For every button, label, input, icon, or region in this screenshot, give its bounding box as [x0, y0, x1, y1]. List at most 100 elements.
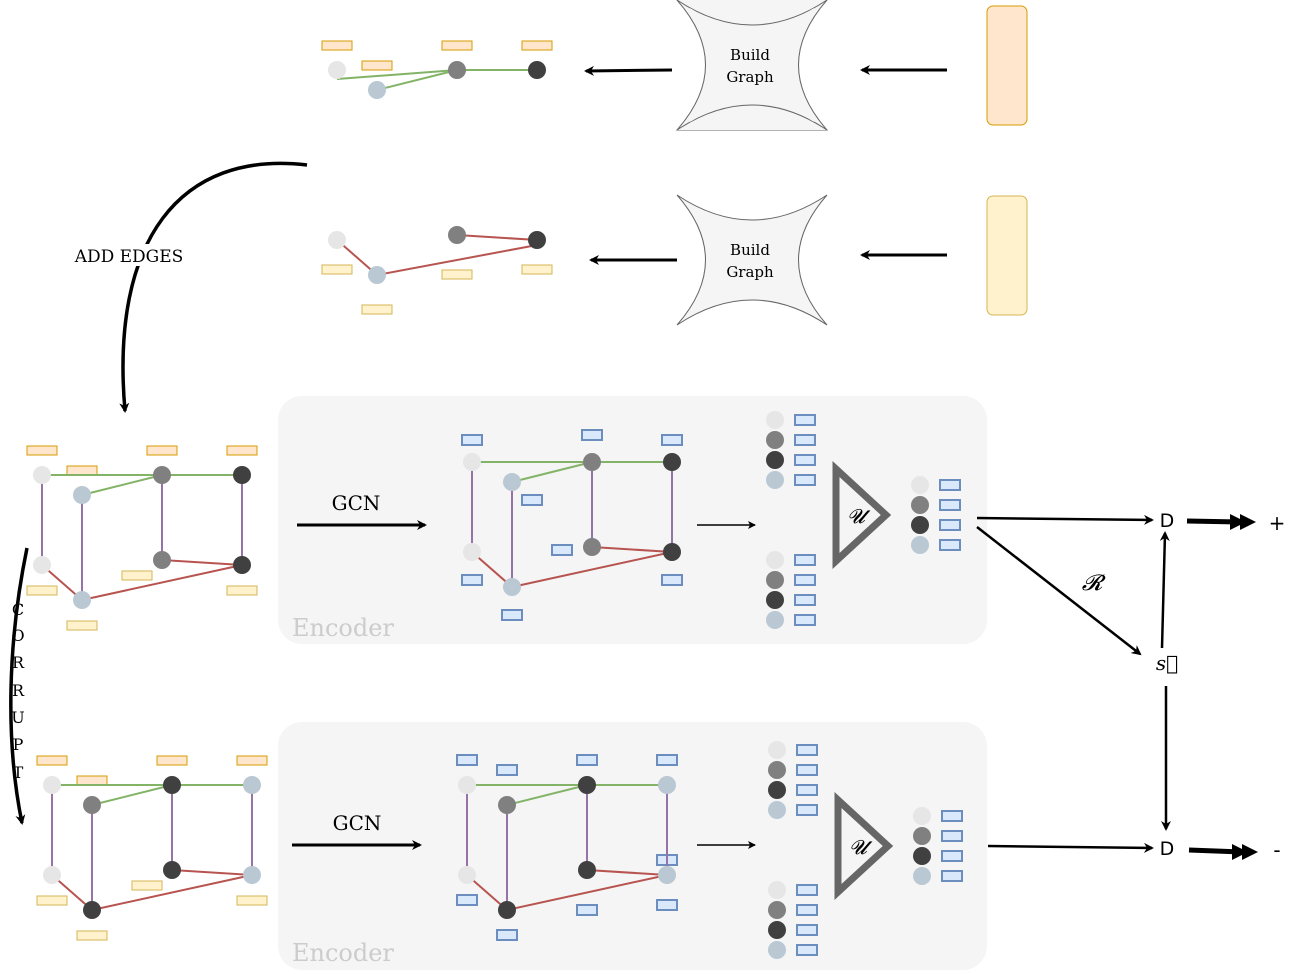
node	[503, 578, 521, 596]
embedding-box	[796, 904, 818, 916]
node	[911, 536, 929, 554]
edge	[506, 784, 588, 806]
embedding-box	[581, 429, 603, 441]
node	[328, 231, 346, 249]
feature-box	[131, 880, 163, 891]
embedding-box	[794, 594, 816, 606]
embedding-box	[576, 754, 598, 766]
encoder-label: Encoder	[292, 614, 394, 642]
negative-label: -	[1273, 838, 1280, 862]
encoder-panel-negative: Encoder GCN	[278, 722, 987, 970]
node	[583, 538, 601, 556]
gcn-label: GCN	[332, 491, 381, 515]
node	[498, 796, 516, 814]
corrupt-letter: R	[12, 681, 25, 700]
node	[913, 827, 931, 845]
node	[33, 466, 51, 484]
node	[768, 901, 786, 919]
node	[83, 901, 101, 919]
encoded-corrupted-graph	[456, 754, 678, 941]
corrupt-letter: R	[12, 653, 25, 672]
feature-box	[36, 755, 68, 766]
positive-label: +	[1269, 511, 1286, 535]
feature-box	[236, 895, 268, 906]
embedding-box	[794, 414, 816, 426]
embedding-box	[661, 434, 683, 446]
top-graph-2	[321, 226, 553, 315]
encoder-label: Encoder	[292, 939, 394, 967]
embedding-box	[794, 554, 816, 566]
node	[153, 551, 171, 569]
node-embeddings	[768, 741, 818, 959]
edge	[336, 69, 458, 80]
edge	[586, 869, 668, 876]
node	[498, 901, 516, 919]
node	[911, 516, 929, 534]
embedding-box	[794, 574, 816, 586]
graph-label-line2: Graph	[726, 263, 774, 281]
node	[153, 466, 171, 484]
node	[768, 801, 786, 819]
gcn-label: GCN	[333, 811, 382, 835]
embedding-box	[796, 764, 818, 776]
edge	[456, 234, 538, 241]
node	[766, 611, 784, 629]
node	[448, 61, 466, 79]
corrupt-letter: O	[11, 626, 24, 645]
feature-box	[66, 465, 98, 476]
node	[163, 776, 181, 794]
embedding-box	[496, 929, 518, 941]
edge	[81, 474, 163, 496]
node	[913, 867, 931, 885]
node	[43, 866, 61, 884]
feature-box	[361, 304, 393, 315]
embedding-box	[796, 744, 818, 756]
node	[766, 431, 784, 449]
embedding-box	[796, 804, 818, 816]
corrupt-letter: T	[13, 763, 24, 782]
node	[768, 741, 786, 759]
feature-box	[441, 269, 473, 280]
node	[73, 486, 91, 504]
node	[328, 61, 346, 79]
feature-box	[146, 445, 178, 456]
feature-box	[521, 264, 553, 275]
embedding-box	[941, 870, 963, 882]
embedding-box	[461, 434, 483, 446]
top-graph-1	[321, 40, 553, 99]
build-label-line1: Build	[730, 46, 770, 64]
corrupt-arrow	[9, 547, 29, 825]
arrow-build-to-graph-1	[584, 65, 673, 76]
node	[766, 411, 784, 429]
add-edges-label-bg	[66, 244, 194, 266]
node	[233, 556, 251, 574]
embedding-box	[939, 479, 961, 491]
embedding-box	[794, 434, 816, 446]
node	[913, 847, 931, 865]
node	[578, 861, 596, 879]
node	[768, 781, 786, 799]
feature-box	[226, 585, 258, 596]
discriminator-negative: D	[1160, 838, 1175, 860]
node	[768, 881, 786, 899]
embedding-box	[939, 539, 961, 551]
node	[243, 776, 261, 794]
embedding-box	[941, 830, 963, 842]
edge	[376, 244, 538, 276]
node	[463, 543, 481, 561]
edge	[91, 874, 253, 911]
node	[233, 466, 251, 484]
node	[243, 866, 261, 884]
edge	[171, 869, 253, 876]
edge	[161, 559, 243, 566]
feature-box	[66, 620, 98, 631]
feature-box	[26, 445, 58, 456]
node-embeddings	[766, 411, 816, 629]
feature-box	[441, 40, 473, 51]
node	[163, 861, 181, 879]
node	[766, 451, 784, 469]
feature-box	[321, 40, 353, 51]
node	[43, 776, 61, 794]
embedding-box	[939, 499, 961, 511]
output-embeddings	[911, 476, 961, 554]
